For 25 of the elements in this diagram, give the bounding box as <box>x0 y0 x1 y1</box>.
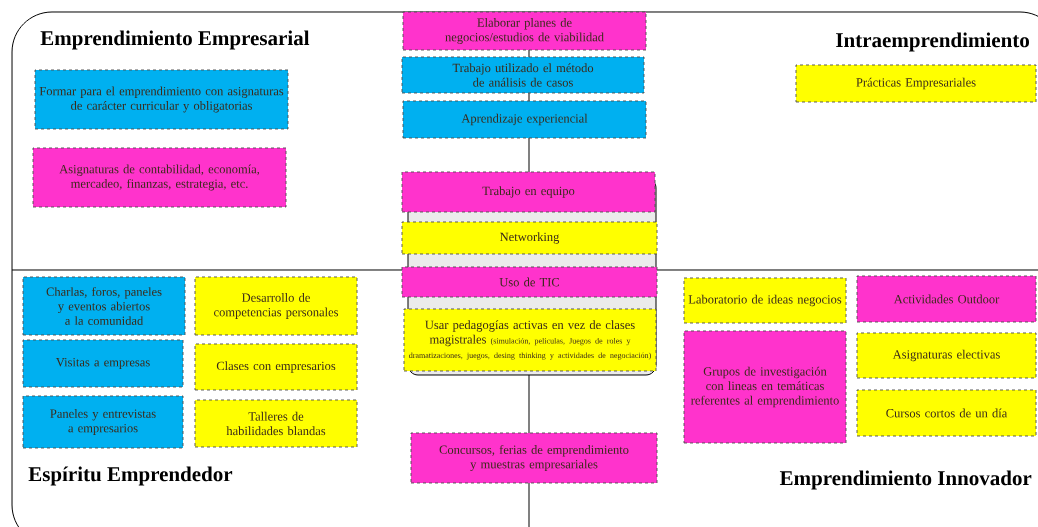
activity-box: Concursos, ferias de emprendimiento y muestras empresariales <box>410 432 658 484</box>
activity-box: Elaborar planes de negocios/estudios de viabilidad <box>402 11 647 51</box>
activity-box: Cursos cortos de un día <box>856 389 1037 437</box>
activity-box: Desarrollo de competencias personales <box>194 276 358 336</box>
activity-box: Trabajo en equipo <box>401 171 656 213</box>
activity-box: Asignaturas electivas <box>856 332 1037 379</box>
activity-box: Aprendizaje experiencial <box>402 100 647 139</box>
activity-box: Laboratorio de ideas negocios <box>683 277 847 324</box>
activity-box: Clases con empresarios <box>194 343 358 391</box>
activity-box: Talleres de habilidades blandas <box>194 399 358 448</box>
quadrant-title: Emprendimiento Empresarial <box>40 30 310 50</box>
activity-box: Paneles y entrevistas a empresarios <box>22 395 184 449</box>
activity-box: Charlas, foros, paneles y eventos abiertos a la comunidad <box>22 276 186 336</box>
activity-box: Asignaturas de contabilidad, economía, mercadeo, finanzas, estrategia, etc. <box>32 147 287 208</box>
activity-box: Formar para el emprendimiento con asignaturas de carácter curricular y obligatorias <box>34 69 289 130</box>
activity-box: Networking <box>401 221 658 255</box>
activity-box: Visitas a empresas <box>22 339 184 388</box>
activity-box: Trabajo utilizado el método de análisis de casos <box>401 56 645 94</box>
activity-box: Actividades Outdoor <box>856 275 1037 323</box>
quadrant-title: Espíritu Emprendedor <box>28 466 233 486</box>
quadrant-title: Emprendimiento Innovador <box>779 470 1032 490</box>
activity-box: Uso de TIC <box>401 266 658 298</box>
activity-box: Usar pedagogías activas en vez de clases magistrales (simulación, peliculas, Juegos de roles y dramatizaciones, juegos, desing thinking y actividades de negociación) <box>403 308 657 372</box>
activity-box: Prácticas Empresariales <box>795 64 1037 103</box>
activity-box: Grupos de investigación con lineas en temáticas referentes al emprendimiento <box>683 330 847 444</box>
